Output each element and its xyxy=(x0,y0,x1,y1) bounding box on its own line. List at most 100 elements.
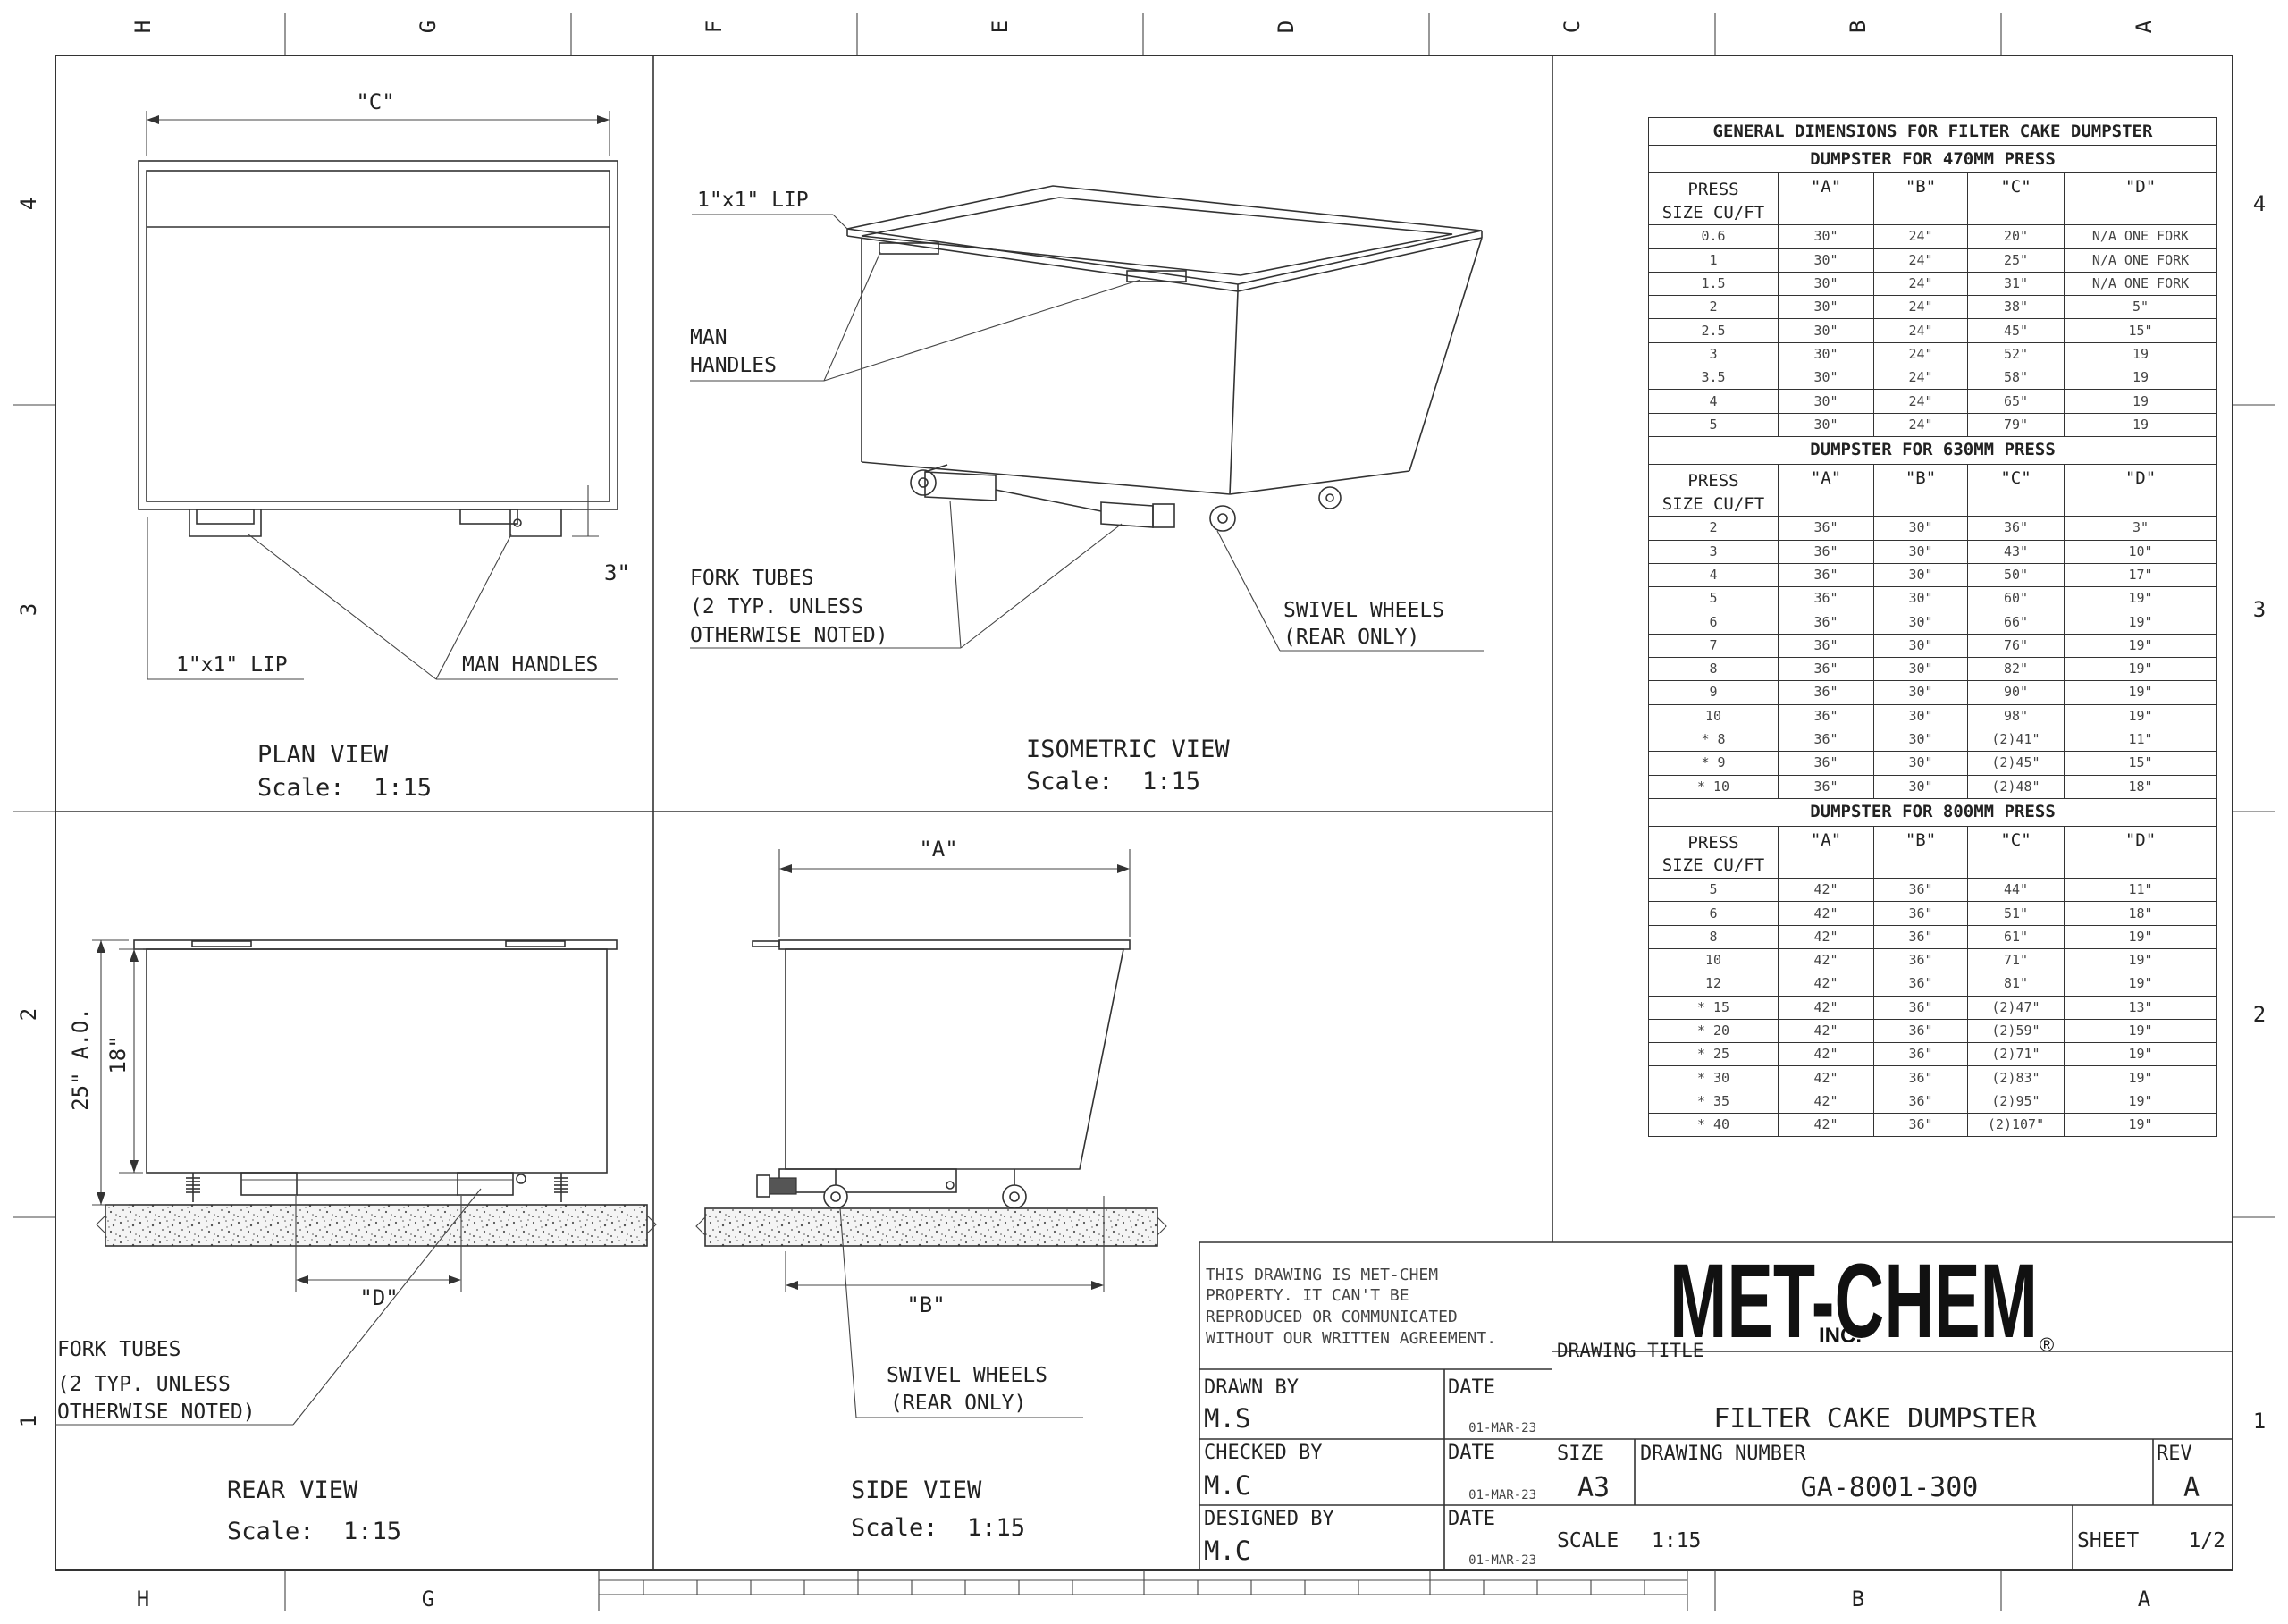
table-cell: 43" xyxy=(1967,539,2065,564)
sheet-frame: H G F E D C B A H G B A 4 3 2 1 4 3 2 1 xyxy=(13,13,2275,1611)
header-dim-a: "A" xyxy=(1778,172,1874,226)
table-cell: 36" xyxy=(1778,751,1874,776)
table-cell: 36" xyxy=(1778,727,1874,753)
header-size-cuft: SIZE CU/FT xyxy=(1661,855,1765,876)
header-dim-d: "D" xyxy=(2064,172,2217,226)
side-view: "A" "B" SWIVEL WHEELS (REAR ONLY) SIDE V… xyxy=(695,837,1167,1542)
table-cell: 24" xyxy=(1873,248,1968,273)
table-cell: 71" xyxy=(1967,947,2065,973)
table-cell: 24" xyxy=(1873,341,1968,367)
table-cell: 30" xyxy=(1778,224,1874,249)
header-dim-c: "C" xyxy=(1967,463,2065,517)
header-press: PRESS xyxy=(1687,832,1739,853)
iso-lip-label: 1"x1" LIP xyxy=(697,189,809,212)
table-cell: 45" xyxy=(1967,318,2065,343)
table-cell: 44" xyxy=(1967,878,2065,903)
table-cell: 65" xyxy=(1967,389,2065,414)
table-title: GENERAL DIMENSIONS FOR FILTER CAKE DUMPS… xyxy=(1648,117,2217,146)
table-cell: 20" xyxy=(1967,224,2065,249)
table-cell: 3 xyxy=(1648,341,1779,367)
table-cell: 36" xyxy=(1873,924,1968,949)
table-cell: * 9 xyxy=(1648,751,1779,776)
side-view-scale: Scale: 1:15 xyxy=(851,1514,1025,1542)
table-cell: 19" xyxy=(2064,680,2217,705)
rear-fork-label-2: (2 TYP. UNLESS xyxy=(57,1373,231,1396)
table-cell: 36" xyxy=(1873,1089,1968,1115)
table-cell: 30" xyxy=(1873,586,1968,611)
table-cell: 79" xyxy=(1967,412,2065,437)
table-cell: 19" xyxy=(2064,972,2217,997)
table-cell: 82" xyxy=(1967,657,2065,682)
zone-top-f: F xyxy=(702,21,727,33)
table-cell: 11" xyxy=(2064,878,2217,903)
table-cell: * 15 xyxy=(1648,995,1779,1020)
table-cell: 5" xyxy=(2064,295,2217,320)
iso-fork-label-2: (2 TYP. UNLESS xyxy=(690,595,863,618)
table-cell: 3" xyxy=(2064,516,2217,541)
table-cell: 42" xyxy=(1778,1065,1874,1090)
table-cell: 19" xyxy=(2064,1018,2217,1044)
table-cell: 3.5 xyxy=(1648,366,1779,391)
zone-top-e: E xyxy=(988,21,1013,33)
table-cell: 24" xyxy=(1873,271,1968,297)
table-cell: 19" xyxy=(2064,1065,2217,1090)
table-cell: 24" xyxy=(1873,295,1968,320)
table-cell: 36" xyxy=(1778,562,1874,588)
table-cell: 30" xyxy=(1873,633,1968,659)
table-section-title-row: DUMPSTER FOR 630MM PRESS xyxy=(1648,435,2217,465)
table-cell: 30" xyxy=(1873,562,1968,588)
iso-fork-label-1: FORK TUBES xyxy=(690,567,813,590)
table-cell: 36" xyxy=(1873,878,1968,903)
table-cell: * 30 xyxy=(1648,1065,1779,1090)
notice-line-1: THIS DRAWING IS MET-CHEM xyxy=(1206,1266,1438,1284)
table-cell: 18" xyxy=(2064,901,2217,926)
table-cell: 5 xyxy=(1648,878,1779,903)
drawn-by-value: M.S xyxy=(1204,1403,1250,1434)
table-cell: 58" xyxy=(1967,366,2065,391)
rear-view: 25" A.O. 18" "D" FORK TUBES (2 TYP. UNLE… xyxy=(55,939,657,1545)
table-cell: 2 xyxy=(1648,516,1779,541)
table-cell: 36" xyxy=(1778,539,1874,564)
table-cell: 24" xyxy=(1873,366,1968,391)
table-cell: 30" xyxy=(1778,366,1874,391)
table-cell: 24" xyxy=(1873,224,1968,249)
table-cell: 15" xyxy=(2064,318,2217,343)
rev-label: REV xyxy=(2157,1443,2192,1465)
iso-view-title: ISOMETRIC VIEW xyxy=(1026,736,1230,763)
table-cell: 30" xyxy=(1778,248,1874,273)
zone-right-3: 3 xyxy=(2253,597,2266,622)
table-cell: (2)48" xyxy=(1967,774,2065,799)
table-cell: 10 xyxy=(1648,703,1779,728)
table-section-title: DUMPSTER FOR 630MM PRESS xyxy=(1648,435,2217,465)
table-cell: 8 xyxy=(1648,924,1779,949)
met-chem-logo: MET-CHEM INC. ® xyxy=(1670,1242,2054,1360)
side-dim-a: "A" xyxy=(919,837,957,862)
table-title-row: GENERAL DIMENSIONS FOR FILTER CAKE DUMPS… xyxy=(1648,117,2217,146)
table-cell: 8 xyxy=(1648,657,1779,682)
table-section-title-row: DUMPSTER FOR 800MM PRESS xyxy=(1648,797,2217,827)
rev-value: A xyxy=(2183,1472,2200,1503)
isometric-view: 1"x1" LIP MAN HANDLES FORK TUBES (2 TYP.… xyxy=(690,185,1484,795)
zone-bottom-b: B xyxy=(1852,1586,1864,1611)
header-size-cuft: SIZE CU/FT xyxy=(1661,493,1765,514)
zone-bottom-h: H xyxy=(137,1586,149,1611)
rear-dim-18: 18" xyxy=(105,1035,130,1073)
zone-top-h: H xyxy=(130,21,156,33)
table-cell: (2)95" xyxy=(1967,1089,2065,1115)
table-cell: 52" xyxy=(1967,341,2065,367)
table-cell: 31" xyxy=(1967,271,2065,297)
table-cell: (2)107" xyxy=(1967,1113,2065,1138)
